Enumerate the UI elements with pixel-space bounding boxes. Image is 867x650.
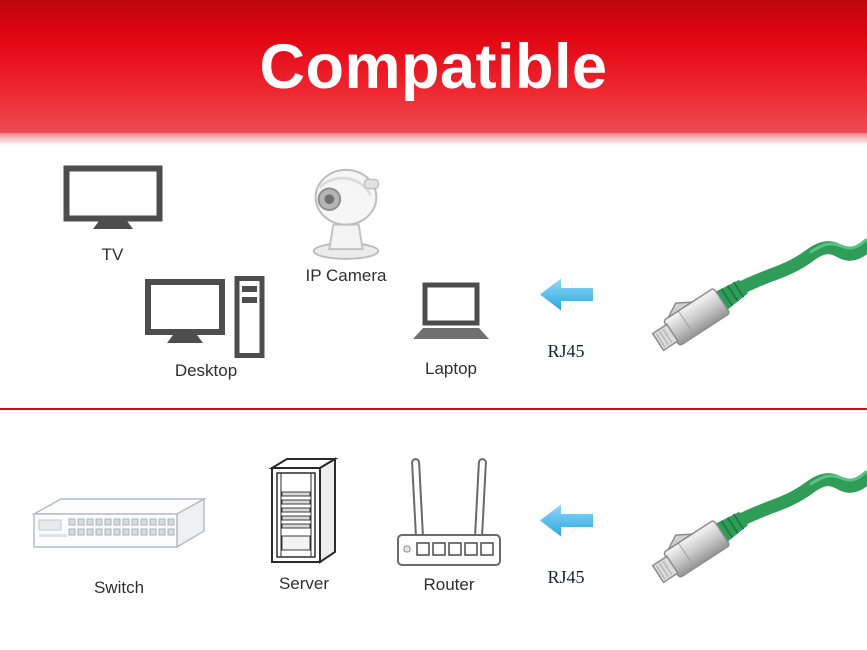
device-label-laptop: Laptop — [425, 359, 477, 378]
device-server: Server — [262, 456, 346, 594]
desktop-icon — [145, 276, 265, 358]
rj45-cable-icon — [651, 470, 867, 584]
rj45-cable-icon — [651, 238, 867, 352]
device-label-desktop: Desktop — [174, 361, 238, 380]
device-tv: TV — [55, 165, 170, 265]
red-divider — [0, 408, 867, 410]
device-label-switch: Switch — [93, 578, 145, 597]
banner: Compatible — [0, 0, 867, 145]
ip-camera-icon — [312, 168, 380, 260]
bottom-connection-indicator: RJ45 — [538, 504, 594, 588]
arrow-left-icon — [540, 504, 593, 537]
top-connection-indicator: RJ45 — [538, 278, 594, 362]
device-label-server: Server — [278, 574, 330, 593]
device-desktop: Desktop — [143, 276, 269, 381]
device-label-tv: TV — [101, 245, 124, 264]
server-icon — [268, 457, 339, 564]
device-switch: Switch — [30, 496, 208, 598]
device-label-ip-camera: IP Camera — [305, 266, 387, 285]
router-icon — [397, 458, 501, 566]
arrow-left-icon — [540, 278, 593, 311]
device-ip-camera: IP Camera — [300, 158, 392, 286]
device-laptop: Laptop — [410, 282, 492, 379]
banner-title: Compatible — [259, 31, 608, 102]
switch-icon — [31, 497, 207, 549]
tv-icon — [63, 165, 162, 229]
rj45-label: RJ45 — [547, 341, 585, 361]
device-label-router: Router — [423, 575, 475, 594]
rj45-label: RJ45 — [547, 567, 585, 587]
laptop-icon — [413, 282, 489, 339]
device-router: Router — [396, 455, 502, 595]
